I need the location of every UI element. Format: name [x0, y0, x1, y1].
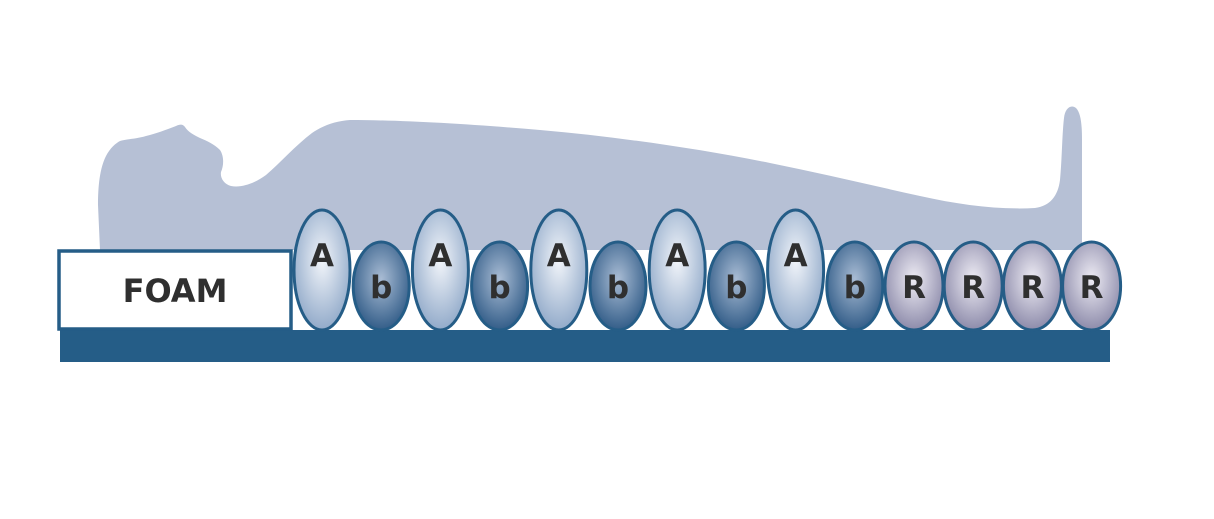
air-cell-label: A	[428, 238, 452, 274]
air-cell-shape	[588, 240, 648, 332]
air-cell-b: b	[825, 240, 885, 332]
air-cell-label: R	[961, 270, 985, 306]
air-cell-b: b	[588, 240, 648, 332]
body-silhouette	[98, 106, 1082, 250]
air-cell-shape	[1061, 240, 1123, 332]
air-cell-b: b	[706, 240, 766, 332]
air-cell-label: b	[725, 270, 747, 306]
air-cell-shape	[825, 240, 885, 332]
air-cell-shape	[410, 208, 470, 332]
air-cell-r: R	[1001, 240, 1063, 332]
air-cell-r: R	[1061, 240, 1123, 332]
air-cell-r: R	[942, 240, 1004, 332]
foam-label: FOAM	[123, 272, 228, 310]
air-cell-shape	[529, 208, 589, 332]
air-cell-a: A	[647, 208, 707, 332]
air-cell-a: A	[292, 208, 352, 332]
mattress-base	[60, 330, 1110, 362]
air-cell-label: R	[1080, 270, 1104, 306]
air-cell-label: b	[607, 270, 629, 306]
air-cell-shape	[766, 208, 826, 332]
air-cell-a: A	[529, 208, 589, 332]
air-cell-shape	[351, 240, 411, 332]
air-cell-shape	[706, 240, 766, 332]
air-cell-r: R	[883, 240, 945, 332]
air-cell-label: R	[1020, 270, 1044, 306]
foam-block	[57, 249, 293, 331]
air-cell-label: A	[310, 238, 334, 274]
air-cell-shape	[647, 208, 707, 332]
air-cell-b: b	[470, 240, 530, 332]
air-cell-label: b	[370, 270, 392, 306]
air-cell-label: A	[665, 238, 689, 274]
air-cell-label: b	[488, 270, 510, 306]
air-cell-a: A	[766, 208, 826, 332]
air-cell-label: A	[784, 238, 808, 274]
air-cell-shape	[470, 240, 530, 332]
air-cell-label: A	[547, 238, 571, 274]
air-cell-a: A	[410, 208, 470, 332]
air-cell-label: R	[902, 270, 926, 306]
air-cell-b: b	[351, 240, 411, 332]
air-cell-shape	[292, 208, 352, 332]
air-cell-label: b	[844, 270, 866, 306]
